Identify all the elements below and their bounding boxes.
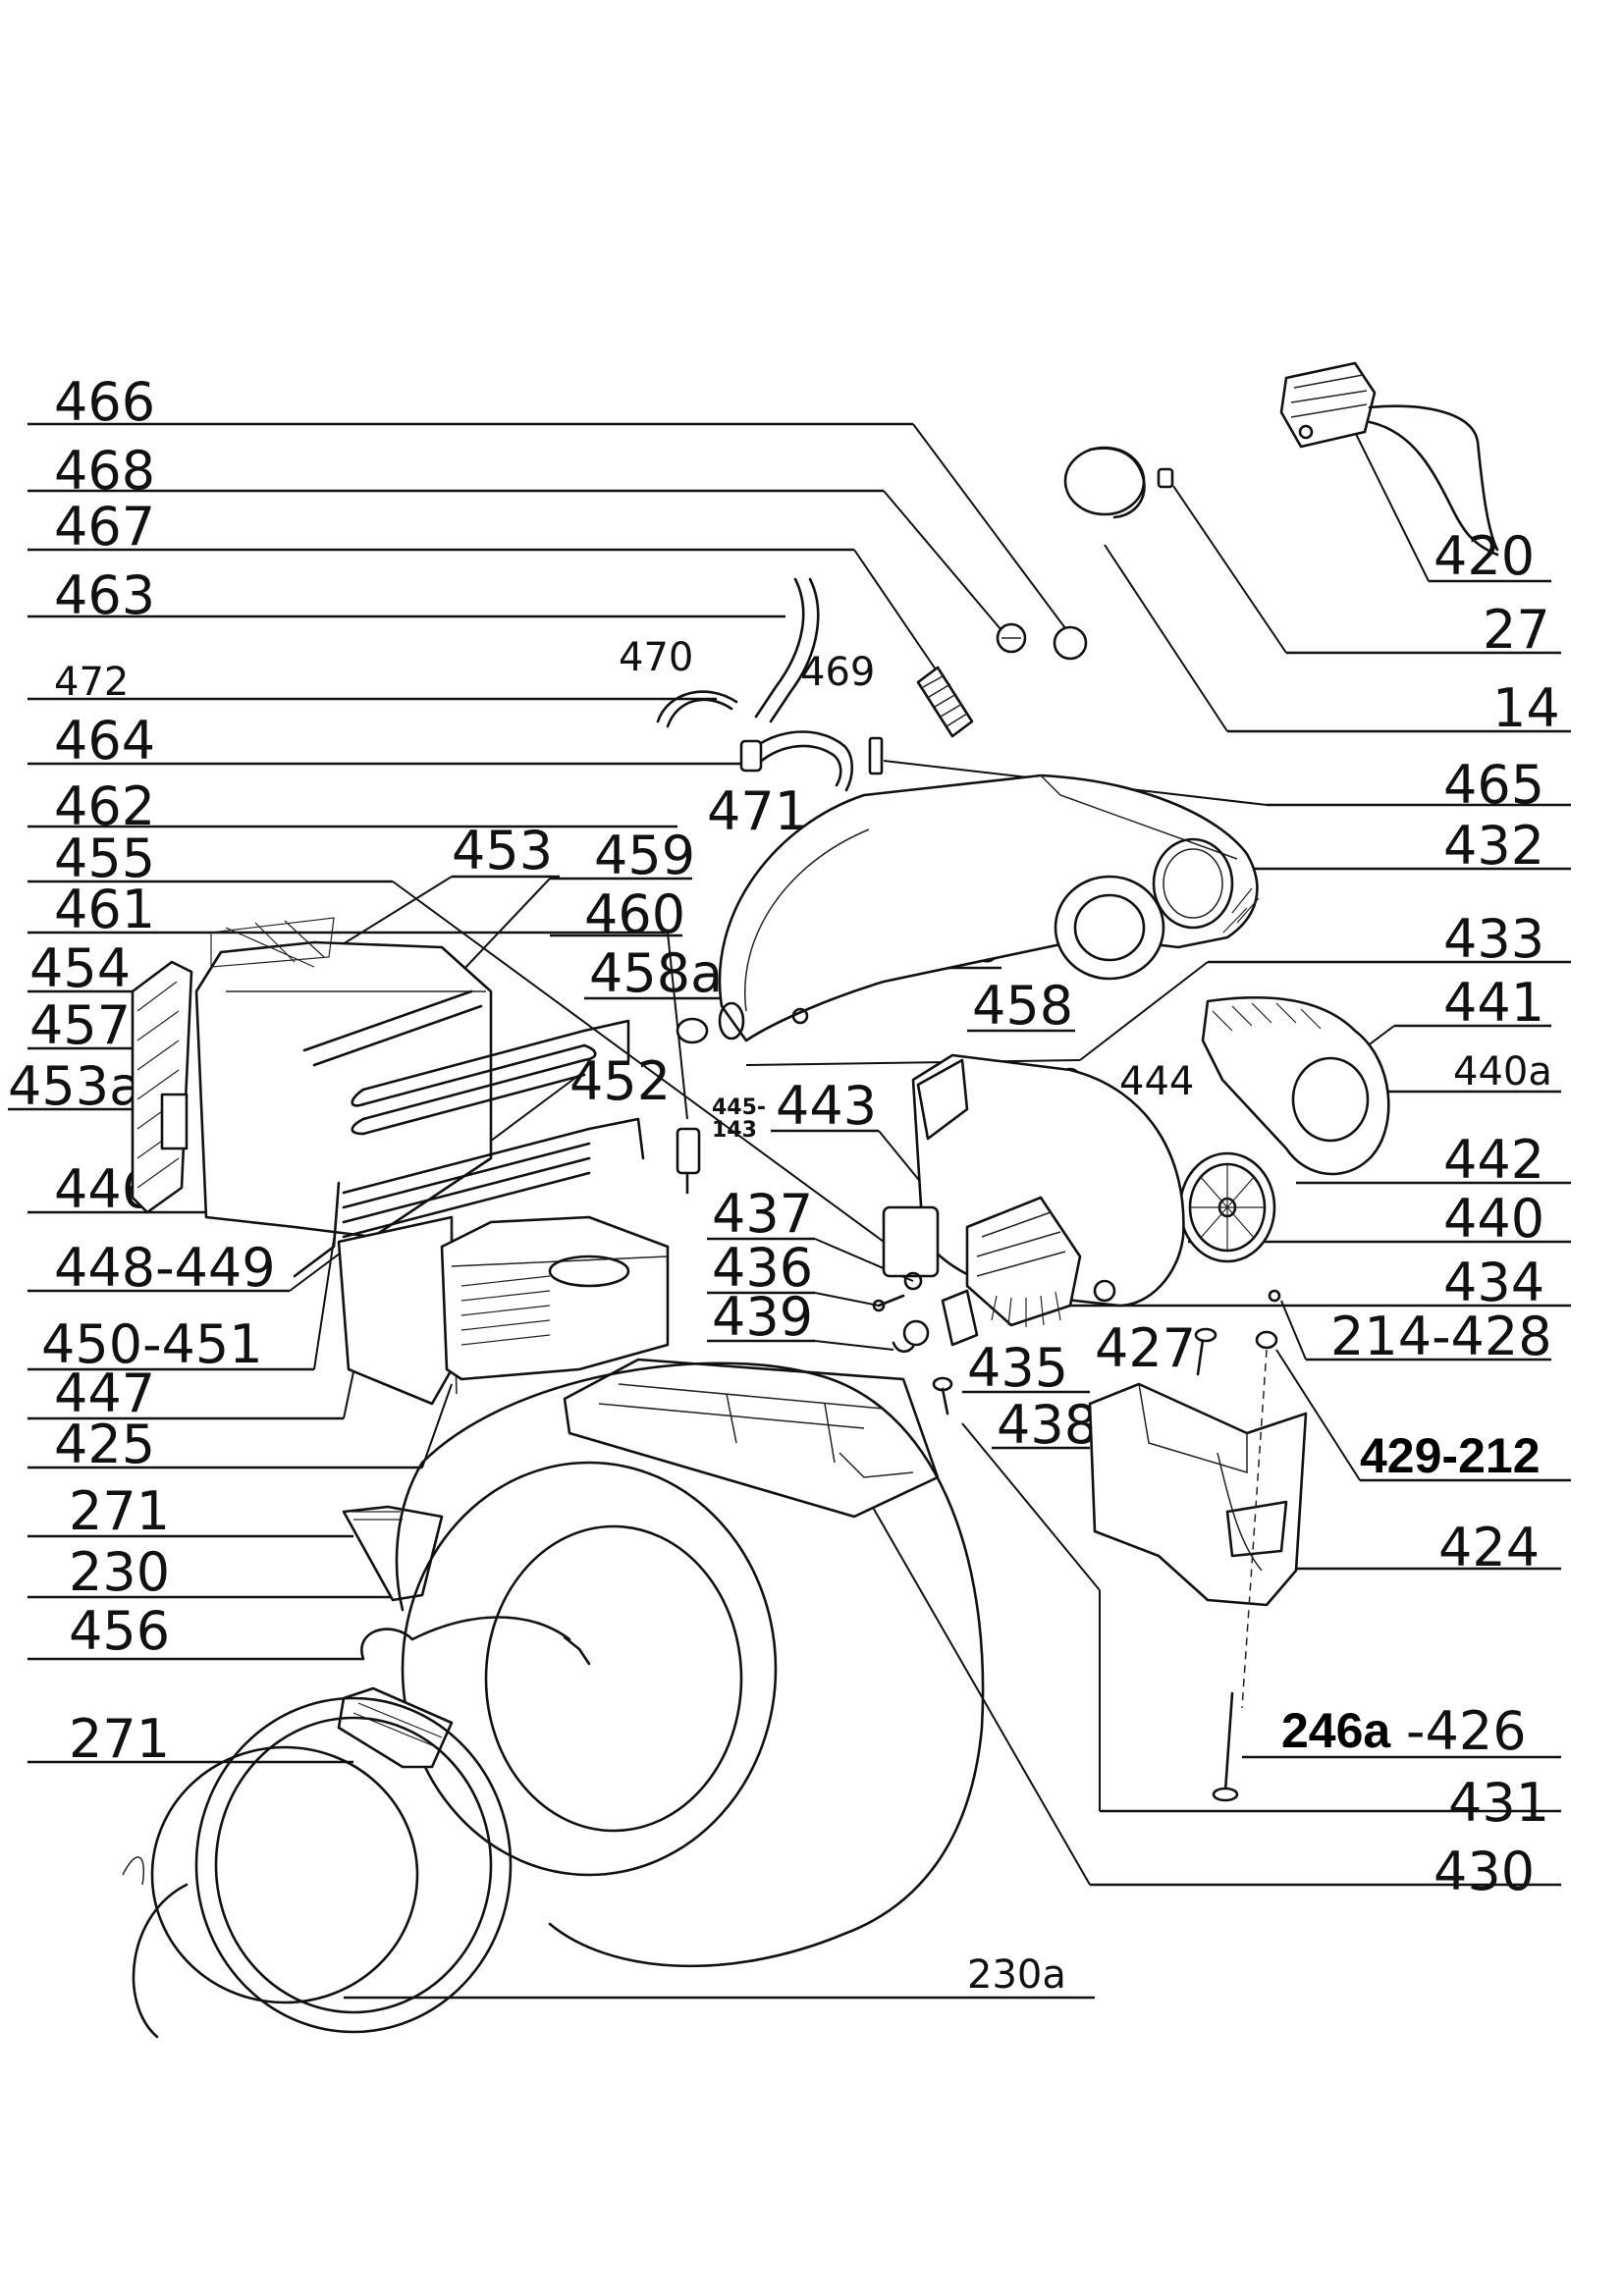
- label-464: 464: [54, 710, 155, 772]
- label-429-212: 429-212: [1360, 1428, 1541, 1483]
- label-447: 447: [54, 1362, 155, 1424]
- label-469: 469: [800, 650, 875, 695]
- label-214-428: 214-428: [1330, 1306, 1552, 1367]
- label-458a: 458a: [589, 942, 723, 1004]
- gasket-ring-part: [1054, 875, 1165, 981]
- hose-assembly-part: [656, 577, 884, 792]
- fan-wheel-part: [1178, 1151, 1276, 1263]
- label-448-449: 448-449: [54, 1237, 276, 1299]
- label-461: 461: [54, 879, 155, 940]
- label-432: 432: [1443, 815, 1544, 877]
- label-453a: 453a: [8, 1055, 141, 1117]
- label-271-top: 271: [69, 1480, 170, 1542]
- label-27: 27: [1483, 599, 1550, 661]
- thermostat-part: [676, 1127, 701, 1195]
- heating-element-part: [351, 1019, 630, 1136]
- drum-part: [395, 1362, 985, 1968]
- label-445-143: 445-143: [712, 1095, 766, 1143]
- label-468: 468: [54, 440, 155, 502]
- label-427: 427: [1095, 1317, 1196, 1379]
- drum-top-panel-part: [563, 1358, 940, 1519]
- label-443: 443: [776, 1075, 877, 1137]
- label-441: 441: [1443, 972, 1544, 1034]
- wire-ring-part: [360, 1616, 591, 1666]
- fan-housing-part: [1201, 995, 1390, 1176]
- label-466: 466: [54, 371, 155, 433]
- label-465: 465: [1443, 754, 1544, 816]
- timer-motor-part: [1279, 361, 1499, 557]
- label-438: 438: [997, 1394, 1098, 1456]
- label-444: 444: [1119, 1059, 1194, 1104]
- bellows-seal-part: [916, 666, 974, 738]
- label-453: 453: [452, 820, 553, 881]
- label-442: 442: [1443, 1129, 1544, 1191]
- heater-housing-part: [440, 1215, 670, 1381]
- mounting-bracket-part: [1088, 1349, 1308, 1709]
- label-433: 433: [1443, 908, 1544, 970]
- label-430: 430: [1434, 1841, 1535, 1902]
- right-callouts: 420 27 14 465 432 433 441 440a 444 442 4…: [344, 431, 1571, 2000]
- label-436: 436: [712, 1237, 813, 1299]
- air-duct-housing-part: [718, 774, 1260, 1042]
- label-434: 434: [1443, 1252, 1544, 1313]
- label-458: 458: [972, 975, 1073, 1037]
- label-454: 454: [29, 937, 131, 999]
- label-230: 230: [69, 1541, 170, 1603]
- label-455: 455: [54, 828, 155, 889]
- small-caps-parts: [996, 622, 1088, 661]
- control-knob-part: [1063, 446, 1174, 519]
- small-hardware-parts: [872, 1271, 979, 1354]
- label-440: 440: [1443, 1188, 1544, 1250]
- insulation-block-part: [131, 960, 193, 1214]
- label-467: 467: [54, 496, 155, 558]
- label-450-451: 450-451: [41, 1313, 263, 1375]
- label-14: 14: [1492, 677, 1560, 739]
- door-ring-part: [122, 1696, 513, 2039]
- label-440a: 440a: [1453, 1049, 1552, 1095]
- label-425: 425: [54, 1414, 155, 1475]
- door-handle-upper-part: [342, 1505, 444, 1602]
- label-420: 420: [1434, 525, 1535, 587]
- label-470: 470: [619, 635, 693, 680]
- door-handle-lower-part: [337, 1686, 454, 1769]
- label-435: 435: [967, 1337, 1068, 1399]
- heater-element-lower-part: [293, 1117, 645, 1278]
- fastener-parts: [1194, 1289, 1281, 1376]
- label-457: 457: [29, 994, 131, 1056]
- screw-438-part: [932, 1376, 953, 1415]
- label-459: 459: [594, 825, 695, 886]
- label-471: 471: [707, 780, 808, 842]
- label-437: 437: [712, 1183, 813, 1245]
- duct-fittings-part: [676, 1001, 809, 1044]
- drive-motor-part: [882, 1053, 1185, 1327]
- heater-box-part: [194, 917, 493, 1239]
- label-456: 456: [69, 1600, 170, 1662]
- label-439: 439: [712, 1286, 813, 1348]
- heater-enclosure-part: [337, 1215, 458, 1406]
- label-271-bottom: 271: [69, 1708, 170, 1770]
- label-431: 431: [1448, 1772, 1549, 1834]
- long-bolt-part: [1212, 1691, 1239, 1802]
- label-426: -426: [1406, 1700, 1527, 1762]
- label-230a: 230a: [967, 1952, 1066, 1998]
- label-472: 472: [54, 660, 129, 705]
- label-246a: 246a: [1281, 1703, 1391, 1758]
